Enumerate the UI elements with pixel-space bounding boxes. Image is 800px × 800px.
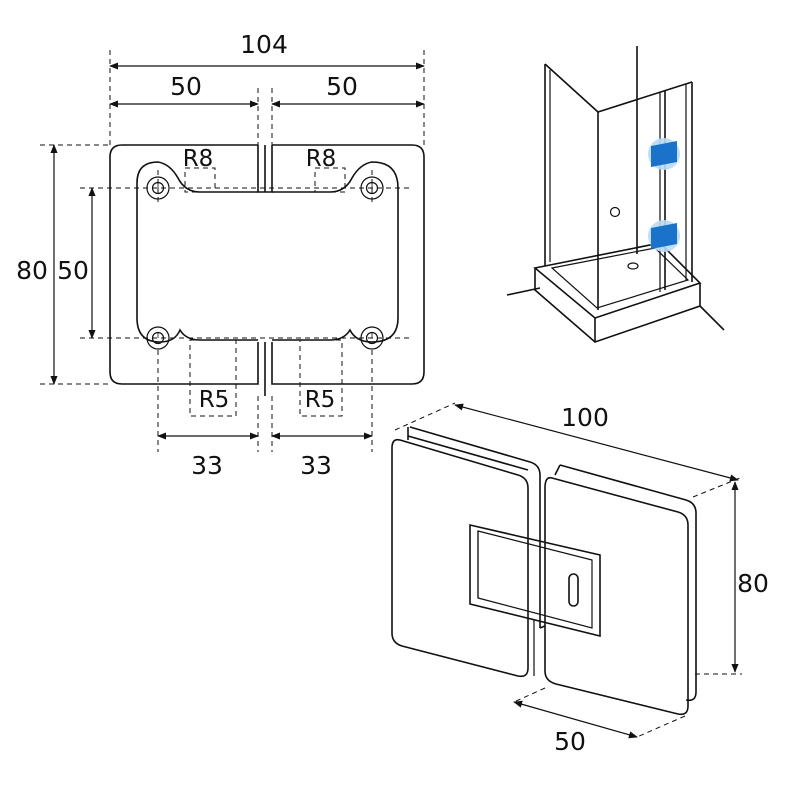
dim-label-50-left: 50: [170, 72, 202, 101]
extension-lines: [40, 50, 425, 452]
isometric-hinge: 100 80 50: [391, 402, 769, 756]
shower-enclosure-icon: [506, 46, 725, 343]
dim-label-r5-left: R5: [199, 387, 230, 413]
left-front-plate: [391, 438, 529, 678]
dim-label-100: 100: [561, 403, 609, 432]
center-clamp: [469, 523, 601, 638]
hinge-slot: [568, 573, 579, 607]
dim-label-r8-left: R8: [183, 146, 214, 172]
dim-label-80-iso: 80: [737, 569, 769, 598]
right-inner-plate: [272, 161, 399, 343]
hinge-marker-upper: [648, 138, 680, 170]
dim-label-104: 104: [240, 30, 288, 59]
dim-label-r8-right: R8: [306, 146, 337, 172]
dim-label-50-right: 50: [326, 72, 358, 101]
dim-label-r5-right: R5: [305, 387, 336, 413]
hinge-marker-lower: [648, 220, 680, 252]
right-front-plate: [544, 476, 689, 716]
dim-label-50-iso: 50: [554, 727, 586, 756]
left-inner-plate: [136, 161, 258, 343]
dim-label-33-right: 33: [300, 451, 332, 480]
dim-label-50-vertical: 50: [57, 256, 89, 285]
dim-label-33-left: 33: [191, 451, 223, 480]
dim-label-80: 80: [16, 256, 48, 285]
dimension-lines: [50, 62, 425, 440]
front-view: 104 50 50 R8 R8 80 50 R5 R5 33 33: [16, 30, 425, 480]
